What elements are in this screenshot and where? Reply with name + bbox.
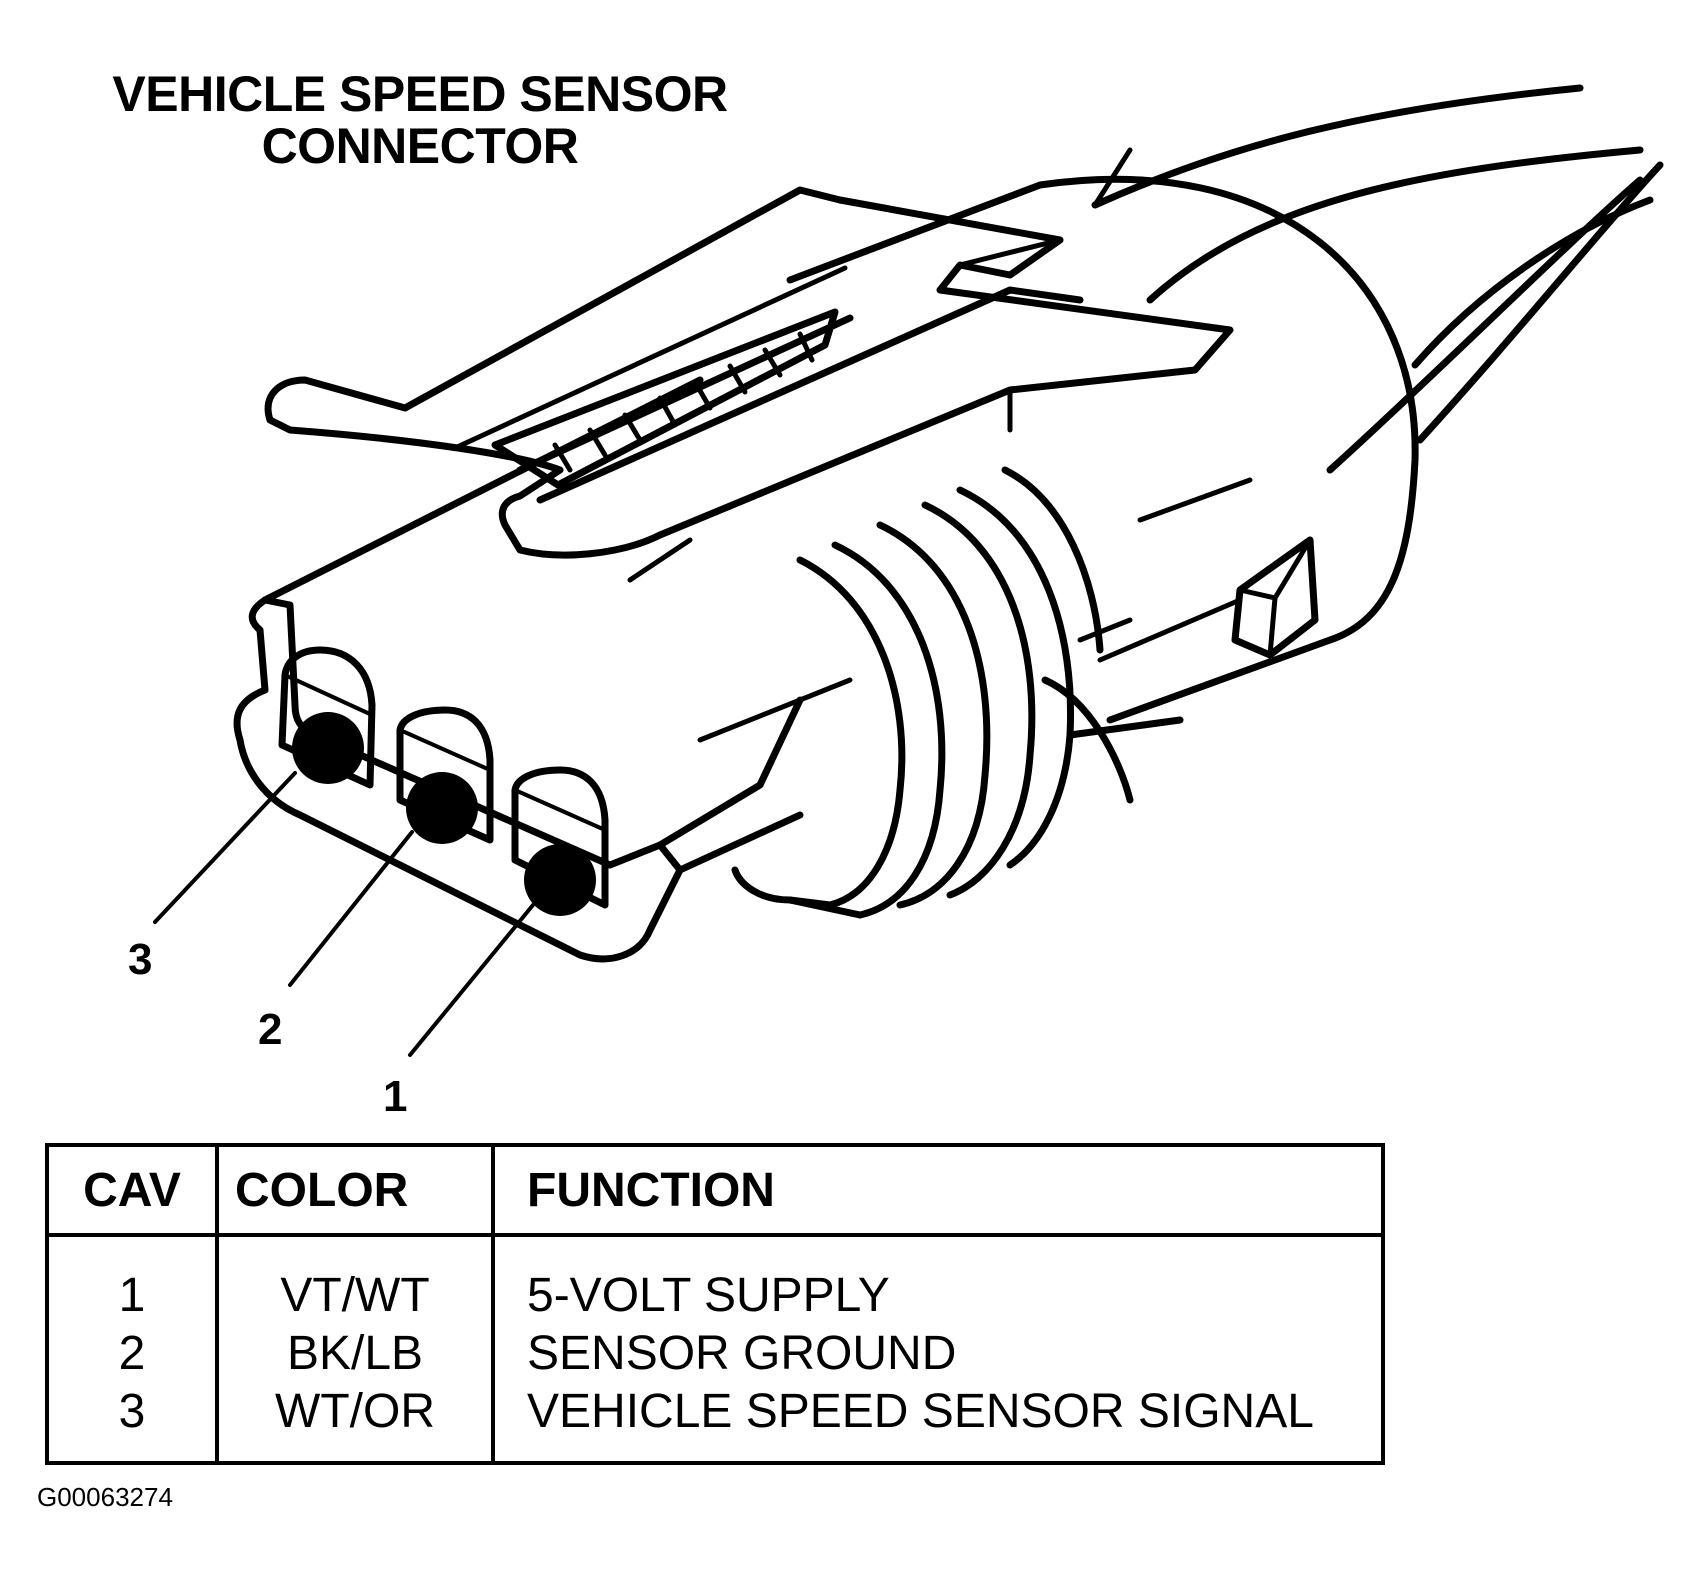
callout-2: 2: [258, 1005, 283, 1054]
terminal-pin-1: [524, 844, 596, 916]
header-color: COLOR: [217, 1145, 495, 1237]
cavity-3: [278, 646, 376, 789]
cavity-2: [396, 706, 494, 844]
callout-1: 1: [383, 1072, 408, 1121]
table-header-row: CAV COLOR FUNCTION: [47, 1145, 1383, 1237]
row-2-color: BK/LB: [286, 1327, 424, 1380]
terminal-pin-3: [292, 712, 364, 784]
seal-rings: [731, 466, 1184, 919]
row-3-color: WT/OR: [275, 1385, 435, 1438]
row-2-function: SENSOR GROUND: [527, 1327, 957, 1380]
title-line-1: VEHICLE SPEED SENSOR: [112, 66, 728, 122]
cavity-1: [511, 766, 609, 909]
rear-housing: [786, 175, 1419, 724]
leader-line-2: [288, 830, 414, 987]
figure-id: G00063274: [37, 1482, 173, 1512]
row-1-color: VT/WT: [280, 1269, 430, 1322]
row-2-cav: 2: [118, 1327, 146, 1380]
leader-line-3: [153, 771, 297, 924]
leader-line-1: [408, 903, 535, 1057]
table-body-row: 1 2 3 VT/WT BK/LB WT/OR 5-VOLT SUPPLY SE…: [47, 1235, 1383, 1463]
row-1-cav: 1: [118, 1269, 146, 1322]
row-3-cav: 3: [118, 1385, 146, 1438]
header-function: FUNCTION: [493, 1145, 1383, 1237]
pinout-table: CAV COLOR FUNCTION 1 2 3 VT/WT BK/LB WT/…: [45, 1143, 1385, 1465]
latch-ribs: [491, 308, 839, 489]
side-latch: [1231, 536, 1319, 659]
terminal-pin-2: [406, 772, 478, 844]
wire-bundle: [1091, 84, 1664, 474]
title-line-2: CONNECTOR: [261, 118, 579, 174]
color-column: VT/WT BK/LB WT/OR: [217, 1235, 495, 1463]
cav-column: 1 2 3: [47, 1235, 219, 1463]
row-1-function: 5-VOLT SUPPLY: [527, 1269, 890, 1322]
function-column: 5-VOLT SUPPLY SENSOR GROUND VEHICLE SPEE…: [493, 1235, 1383, 1463]
header-cav: CAV: [47, 1145, 219, 1237]
callout-3: 3: [128, 935, 153, 984]
row-3-function: VEHICLE SPEED SENSOR SIGNAL: [527, 1385, 1314, 1438]
locking-tab: [264, 186, 1234, 559]
diagram-title: VEHICLE SPEED SENSOR CONNECTOR: [60, 68, 780, 172]
